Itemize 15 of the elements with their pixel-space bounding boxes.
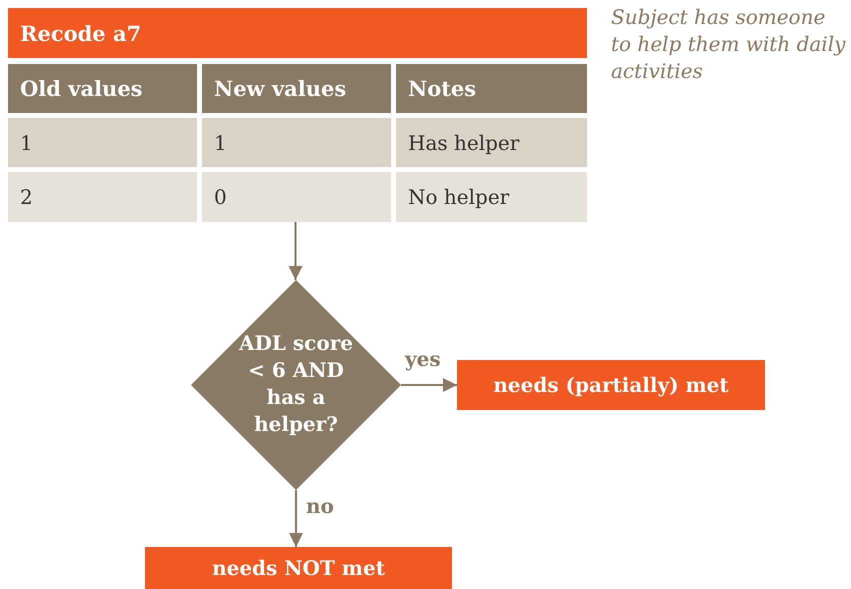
outcome-box: needs NOT met bbox=[145, 547, 452, 589]
table-title: Recode a7 bbox=[8, 8, 587, 58]
decision-text: ADL score < 6 AND has a helper? bbox=[238, 330, 354, 438]
side-note: Subject has someone to help them with daily activities bbox=[611, 4, 846, 85]
recode-table bbox=[8, 8, 587, 222]
column-header: Notes bbox=[396, 64, 587, 113]
table-cell: 1 bbox=[8, 118, 197, 167]
table-cell: 2 bbox=[8, 172, 197, 222]
table-cell: Has helper bbox=[396, 118, 587, 167]
table-cell: No helper bbox=[396, 172, 587, 222]
table-cell: 1 bbox=[202, 118, 391, 167]
outcome-box: needs (partially) met bbox=[457, 360, 765, 410]
column-header: Old values bbox=[8, 64, 197, 113]
table-cell: 0 bbox=[202, 172, 391, 222]
column-header: New values bbox=[202, 64, 391, 113]
